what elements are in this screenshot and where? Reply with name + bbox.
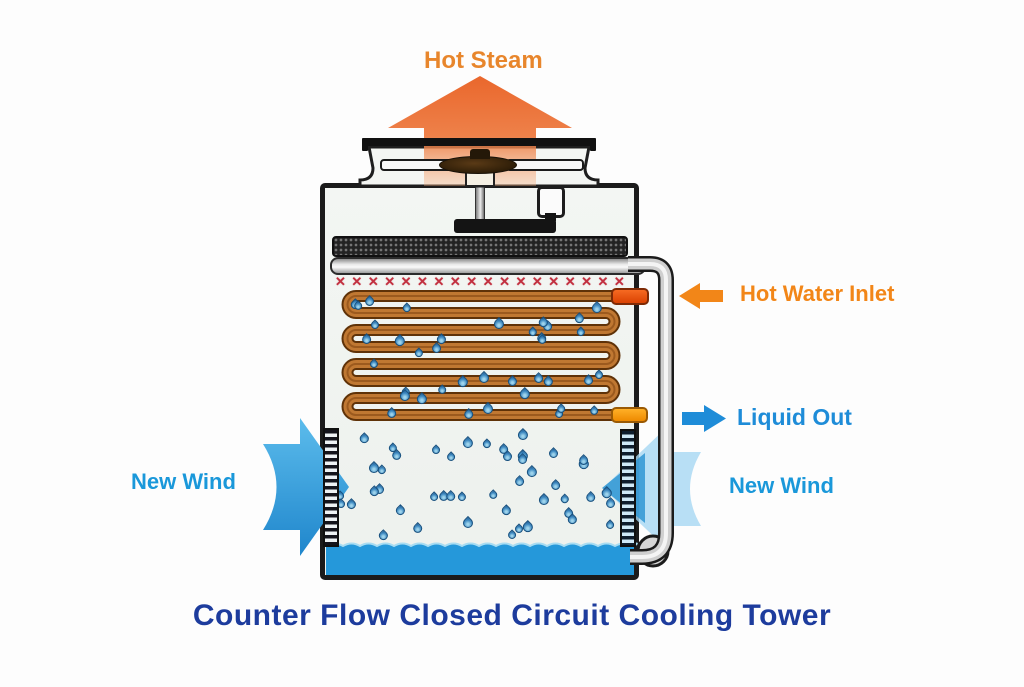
hot-steam-label: Hot Steam bbox=[424, 47, 543, 74]
air-inlet-louver-left bbox=[323, 428, 339, 547]
new-wind-label-right: New Wind bbox=[729, 473, 834, 498]
spray-nozzle-icon: ✕ bbox=[564, 273, 576, 289]
hot-water-inlet-arrow-icon bbox=[679, 283, 723, 309]
spray-nozzle-icon: ✕ bbox=[417, 273, 428, 289]
spray-nozzle-icon: ✕ bbox=[581, 273, 592, 289]
liquid-out-fitting bbox=[611, 407, 648, 423]
spray-nozzle-icon: ✕ bbox=[515, 273, 527, 289]
spray-nozzle-icon: ✕ bbox=[466, 273, 478, 289]
spray-nozzle-icon: ✕ bbox=[449, 273, 461, 289]
drift-eliminator-mesh bbox=[332, 236, 628, 257]
new-wind-label-left: New Wind bbox=[131, 469, 236, 494]
spray-nozzle-icon: ✕ bbox=[597, 273, 609, 289]
motor-connector bbox=[545, 213, 556, 221]
fan-guard-right bbox=[506, 159, 584, 171]
spray-nozzle-icon: ✕ bbox=[335, 273, 346, 289]
spray-nozzle-icon: ✕ bbox=[400, 273, 412, 289]
spray-nozzle-icon: ✕ bbox=[613, 273, 625, 289]
spray-nozzle-icon: ✕ bbox=[384, 273, 396, 289]
spray-nozzle-icon: ✕ bbox=[548, 273, 560, 289]
spray-nozzle-icon: ✕ bbox=[531, 273, 543, 289]
liquid-out-arrow-icon bbox=[682, 405, 726, 432]
liquid-out-label: Liquid Out bbox=[737, 404, 852, 430]
motor-mount-bar bbox=[454, 219, 556, 233]
hot-water-inlet-label: Hot Water Inlet bbox=[740, 281, 895, 306]
diagram-title: Counter Flow Closed Circuit Cooling Towe… bbox=[192, 599, 832, 632]
spray-nozzle-icon: ✕ bbox=[433, 273, 445, 289]
spray-nozzle-icon: ✕ bbox=[351, 273, 363, 289]
spray-nozzle-icon: ✕ bbox=[499, 273, 510, 289]
spray-nozzle-icon: ✕ bbox=[367, 273, 379, 289]
hot-water-inlet-fitting bbox=[611, 288, 649, 305]
spray-water-header-pipe bbox=[330, 257, 646, 275]
spray-nozzle-row: ✕✕✕✕✕✕✕✕✕✕✕✕✕✕✕✕✕✕ bbox=[335, 274, 625, 289]
air-inlet-louver-right bbox=[620, 429, 636, 547]
spray-nozzle-icon: ✕ bbox=[482, 273, 494, 289]
fan-hub bbox=[470, 149, 490, 159]
fan-cowl-top-rim bbox=[362, 138, 596, 151]
